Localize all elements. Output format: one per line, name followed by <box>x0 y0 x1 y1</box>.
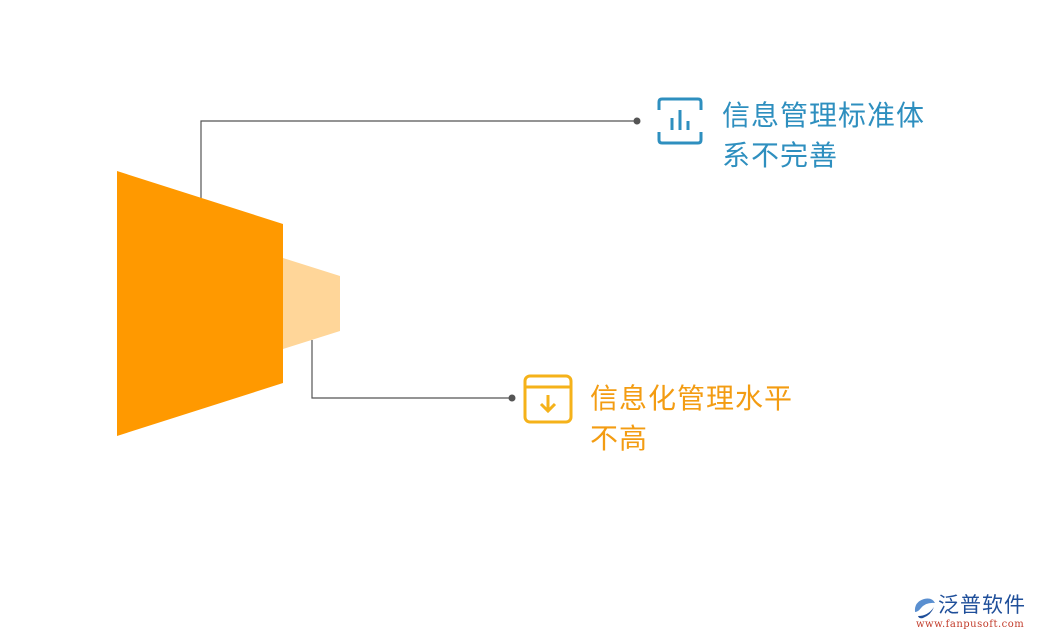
bar-chart-icon <box>657 97 703 145</box>
connector-line-2 <box>311 340 512 399</box>
item-label-2: 信息化管理水平 不高 <box>590 379 793 459</box>
download-box-icon <box>523 374 573 424</box>
watermark-url: www.fanpusoft.com <box>916 619 1025 630</box>
connector-dot-2 <box>508 394 516 402</box>
connector-line-1 <box>200 120 637 198</box>
item-1-line-2: 系不完善 <box>722 139 839 172</box>
small-trapezoid <box>283 258 340 349</box>
item-2-line-1: 信息化管理水平 <box>590 382 794 415</box>
watermark: 泛普软件 www.fanpusoft.com <box>912 592 1037 636</box>
large-trapezoid <box>117 171 283 436</box>
watermark-logo-icon <box>914 598 935 619</box>
item-2-line-2: 不高 <box>590 422 649 455</box>
item-label-1: 信息管理标准体 系不完善 <box>722 96 925 176</box>
watermark-text: 泛普软件 <box>938 593 1026 617</box>
item-1-line-1: 信息管理标准体 <box>722 99 926 132</box>
connector-dot-1 <box>633 117 641 125</box>
